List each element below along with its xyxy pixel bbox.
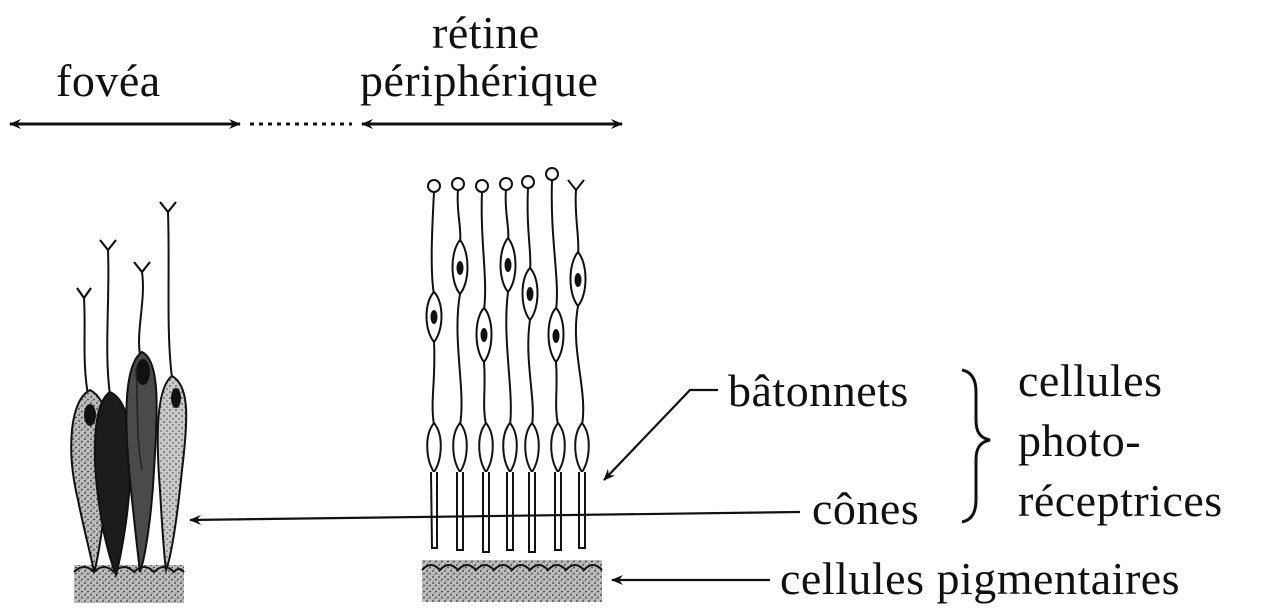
- rod-cell: [452, 178, 468, 550]
- peripheral-label: périphérique: [360, 58, 598, 104]
- fovea-cone: [126, 262, 156, 572]
- photo-label: photo-: [1018, 418, 1141, 464]
- cones-pointer: [190, 512, 800, 520]
- cones-label: cônes: [812, 486, 919, 532]
- batonnets-pointer: [604, 390, 718, 480]
- fovea-cones: [71, 202, 186, 603]
- rod-cell: [500, 178, 517, 550]
- pigment-cells-label: cellules pigmentaires: [780, 556, 1180, 602]
- photoreceptor-brace: [962, 370, 990, 522]
- peripheral-photoreceptors: [422, 168, 602, 602]
- peripheral-pigment-layer: [422, 560, 602, 602]
- batonnets-label: bâtonnets: [728, 368, 909, 414]
- rod-cell: [522, 176, 539, 552]
- fovea-pigment-layer: [74, 565, 184, 603]
- retina-label: rétine: [432, 10, 540, 56]
- rod-cell: [427, 180, 442, 548]
- rod-cell: [546, 168, 565, 550]
- fovea-cone: [158, 202, 186, 570]
- cellules-label: cellules: [1018, 358, 1163, 404]
- fovea-label: fovéa: [56, 58, 161, 104]
- receptrices-label: réceptrices: [1018, 478, 1223, 524]
- rod-cell: [568, 180, 589, 548]
- rod-cell: [476, 180, 493, 552]
